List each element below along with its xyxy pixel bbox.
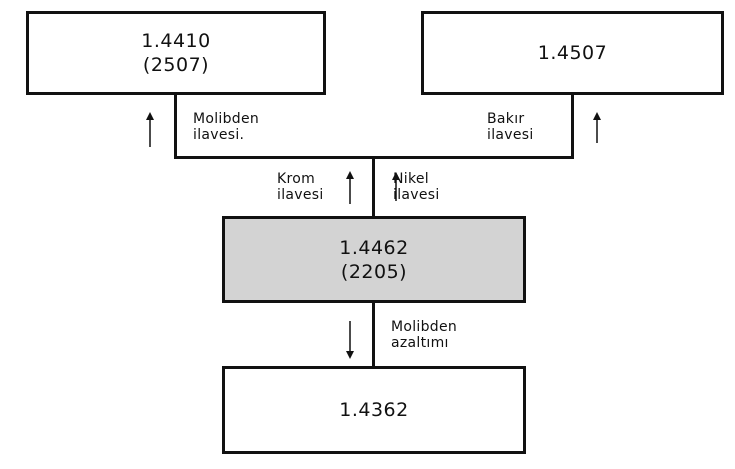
grade-number: 1.4362 <box>339 399 409 421</box>
grade-number: 1.4410 <box>141 30 211 52</box>
label-line: Krom <box>277 171 316 187</box>
grade-box-1-4462: 1.4462 (2205) <box>222 216 526 303</box>
arrow-up-icon <box>593 112 601 143</box>
arrow-up-icon <box>392 172 400 201</box>
connector-left-vertical <box>174 93 177 159</box>
grade-box-1-4507: 1.4507 <box>421 11 724 95</box>
label-krom-ilavesi: Krom ilavesi <box>277 171 324 203</box>
label-nikel-ilavesi: Nikel ilavesi <box>393 171 440 203</box>
label-line: ilavesi <box>393 187 440 203</box>
arrow-down-icon <box>346 321 354 359</box>
label-molibden-ilavesi: Molibden ilavesi. <box>193 111 259 143</box>
label-bakir-ilavesi: Bakır ilavesi <box>487 111 534 143</box>
grade-box-1-4410: 1.4410 (2507) <box>26 11 326 95</box>
label-line: azaltımı <box>391 335 449 351</box>
connector-center-vertical <box>372 156 375 216</box>
label-line: Nikel <box>393 171 429 187</box>
grade-alt-number: (2205) <box>340 260 408 283</box>
label-molibden-azaltimi: Molibden azaltımı <box>391 319 457 351</box>
label-line: Bakır <box>487 111 525 127</box>
label-line: ilavesi <box>487 127 534 143</box>
label-line: Molibden <box>193 111 260 127</box>
label-line: Molibden <box>391 319 458 335</box>
connector-right-vertical <box>571 93 574 159</box>
arrow-up-icon <box>146 112 154 147</box>
grade-number: 1.4507 <box>537 42 608 64</box>
grade-alt-number: (2507) <box>142 54 210 76</box>
connector-bottom-vertical <box>372 302 375 368</box>
label-line: ilavesi <box>277 187 324 203</box>
label-line: ilavesi. <box>193 127 245 143</box>
grade-number: 1.4462 <box>339 236 409 259</box>
grade-box-1-4362: 1.4362 <box>222 366 526 454</box>
arrow-up-icon <box>346 171 354 204</box>
